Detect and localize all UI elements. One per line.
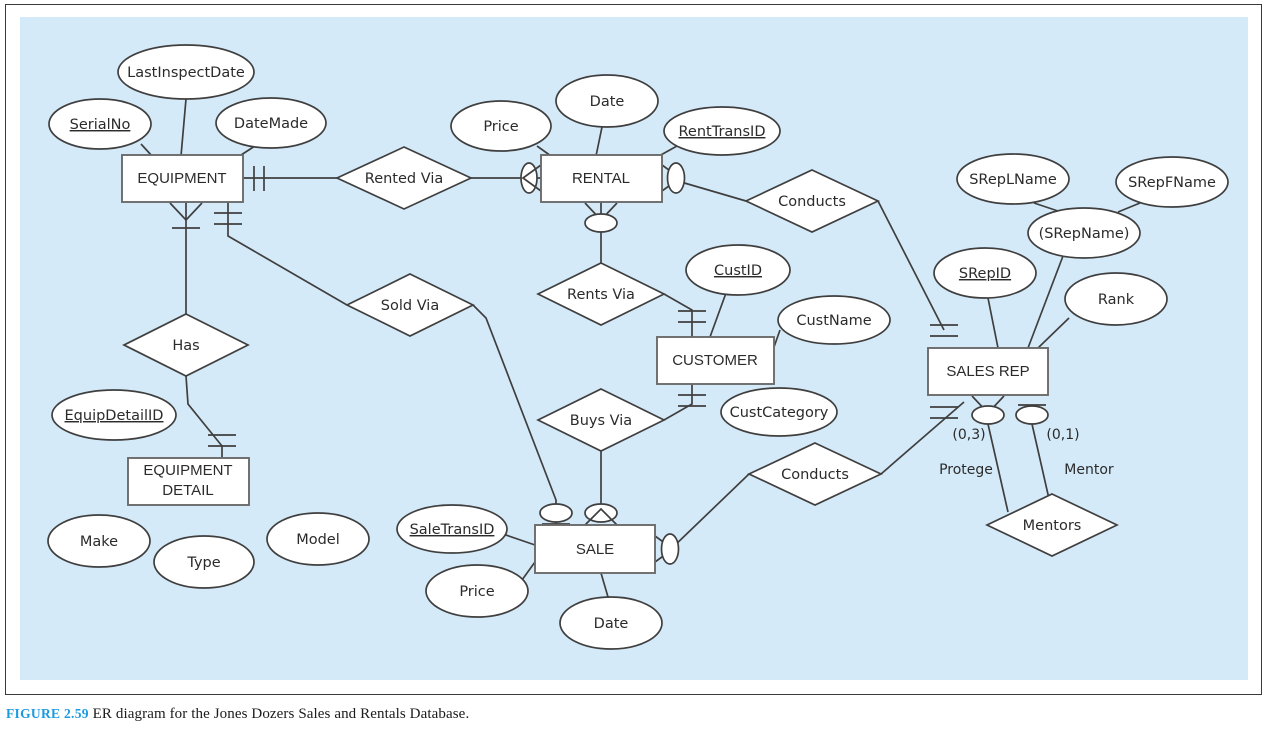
entity-sale[interactable]: SALE xyxy=(534,524,656,574)
attribute-label: Price xyxy=(459,584,494,600)
attribute-label: Type xyxy=(186,555,220,571)
attribute-type[interactable]: Type xyxy=(153,535,255,589)
diagram-annotations: (0,3) (0,1) Protege Mentor xyxy=(939,427,1114,478)
attribute-lastinspectdate[interactable]: LastInspectDate xyxy=(117,44,255,100)
relationship-rented-via[interactable]: Rented Via xyxy=(334,146,474,210)
attribute-saletransid[interactable]: SaleTransID xyxy=(396,504,508,554)
attribute-label: DateMade xyxy=(234,116,308,132)
attribute-label: (SRepName) xyxy=(1039,226,1130,242)
attribute-srepid[interactable]: SRepID xyxy=(933,247,1037,299)
figure-caption-text: ER diagram for the Jones Dozers Sales an… xyxy=(92,706,470,722)
attribute-label: SRepLName xyxy=(969,172,1057,188)
entity-label: EQUIPMENT xyxy=(137,170,226,187)
relationship-conducts-rental[interactable]: Conducts xyxy=(744,169,880,233)
attribute-label: Make xyxy=(80,534,118,550)
protege-role-label: Protege xyxy=(939,462,993,478)
relationship-rents-via[interactable]: Rents Via xyxy=(536,262,666,326)
attribute-date-rental[interactable]: Date xyxy=(555,74,659,128)
attribute-label: SRepFName xyxy=(1128,175,1216,191)
attribute-custname[interactable]: CustName xyxy=(777,295,891,345)
attribute-label: CustID xyxy=(714,263,762,279)
entity-label: CUSTOMER xyxy=(672,352,758,369)
attribute-label: RentTransID xyxy=(679,124,766,140)
entity-label: SALES REP xyxy=(946,363,1029,380)
relationship-label: Conducts xyxy=(778,194,846,210)
relationship-label: Sold Via xyxy=(381,298,439,314)
relationship-label: Mentors xyxy=(1023,518,1082,534)
attribute-sreplname[interactable]: SRepLName xyxy=(956,153,1070,205)
entity-label: SALE xyxy=(576,541,614,558)
attribute-datemade[interactable]: DateMade xyxy=(215,97,327,149)
attribute-label: CustName xyxy=(796,313,871,329)
entity-sales-rep[interactable]: SALES REP xyxy=(927,347,1049,396)
entity-rental[interactable]: RENTAL xyxy=(540,154,663,203)
attribute-equipdetailid[interactable]: EquipDetailID xyxy=(51,389,177,441)
attribute-make[interactable]: Make xyxy=(47,514,151,568)
attribute-label: Model xyxy=(296,532,340,548)
figure-caption: FIGURE 2.59 ER diagram for the Jones Doz… xyxy=(6,706,1256,723)
attribute-label: Date xyxy=(594,616,629,632)
mentor-cardinality-label: (0,1) xyxy=(1046,427,1079,443)
figure-number: FIGURE 2.59 xyxy=(6,706,89,721)
entity-customer[interactable]: CUSTOMER xyxy=(656,336,775,385)
relationship-conducts-sale[interactable]: Conducts xyxy=(747,442,883,506)
relationship-buys-via[interactable]: Buys Via xyxy=(536,388,666,452)
attribute-price-rental[interactable]: Price xyxy=(450,100,552,152)
attribute-date-sale[interactable]: Date xyxy=(559,596,663,650)
relationship-label: Rented Via xyxy=(365,171,443,187)
attribute-custid[interactable]: CustID xyxy=(685,244,791,296)
attribute-label: LastInspectDate xyxy=(127,65,245,81)
attribute-label: SerialNo xyxy=(70,117,131,133)
entity-label: RENTAL xyxy=(572,170,630,187)
attribute-custcategory[interactable]: CustCategory xyxy=(720,387,838,437)
relationship-label: Has xyxy=(172,338,199,354)
relationship-label: Rents Via xyxy=(567,287,635,303)
attribute-rank[interactable]: Rank xyxy=(1064,272,1168,326)
attribute-serialno[interactable]: SerialNo xyxy=(48,98,152,150)
attribute-label: Date xyxy=(590,94,625,110)
attribute-label: EquipDetailID xyxy=(65,408,164,424)
attribute-label: SaleTransID xyxy=(410,522,495,538)
relationship-diamonds: Rented Via Sold Via Rents Via Buys Via H… xyxy=(122,146,1119,557)
protege-cardinality-label: (0,3) xyxy=(952,427,985,443)
relationship-mentors[interactable]: Mentors xyxy=(985,493,1119,557)
cardinality-symbols xyxy=(169,162,1049,565)
entity-equipment[interactable]: EQUIPMENT xyxy=(121,154,244,203)
attribute-ellipses: SerialNo LastInspectDate DateMade EquipD… xyxy=(47,44,1229,650)
entity-label: EQUIPMENT xyxy=(143,462,232,479)
entity-equipment-detail[interactable]: EQUIPMENT DETAIL xyxy=(127,457,250,506)
relationship-sold-via[interactable]: Sold Via xyxy=(345,273,475,337)
mentor-role-label: Mentor xyxy=(1064,462,1114,478)
attribute-srepname[interactable]: (SRepName) xyxy=(1027,207,1141,259)
attribute-label: Price xyxy=(483,119,518,135)
attribute-srepfname[interactable]: SRepFName xyxy=(1115,156,1229,208)
attribute-renttransid[interactable]: RentTransID xyxy=(663,106,781,156)
relationship-label: Buys Via xyxy=(570,413,632,429)
attribute-label: CustCategory xyxy=(730,405,829,421)
entity-boxes: EQUIPMENT EQUIPMENT DETAIL RENTAL CUSTOM… xyxy=(121,154,1049,574)
attribute-label: SRepID xyxy=(959,266,1011,282)
attribute-model[interactable]: Model xyxy=(266,512,370,566)
attribute-label: Rank xyxy=(1098,292,1135,308)
entity-label-line2: DETAIL xyxy=(162,482,213,499)
attribute-price-sale[interactable]: Price xyxy=(425,564,529,618)
relationship-label: Conducts xyxy=(781,467,849,483)
relationship-has[interactable]: Has xyxy=(122,313,250,377)
